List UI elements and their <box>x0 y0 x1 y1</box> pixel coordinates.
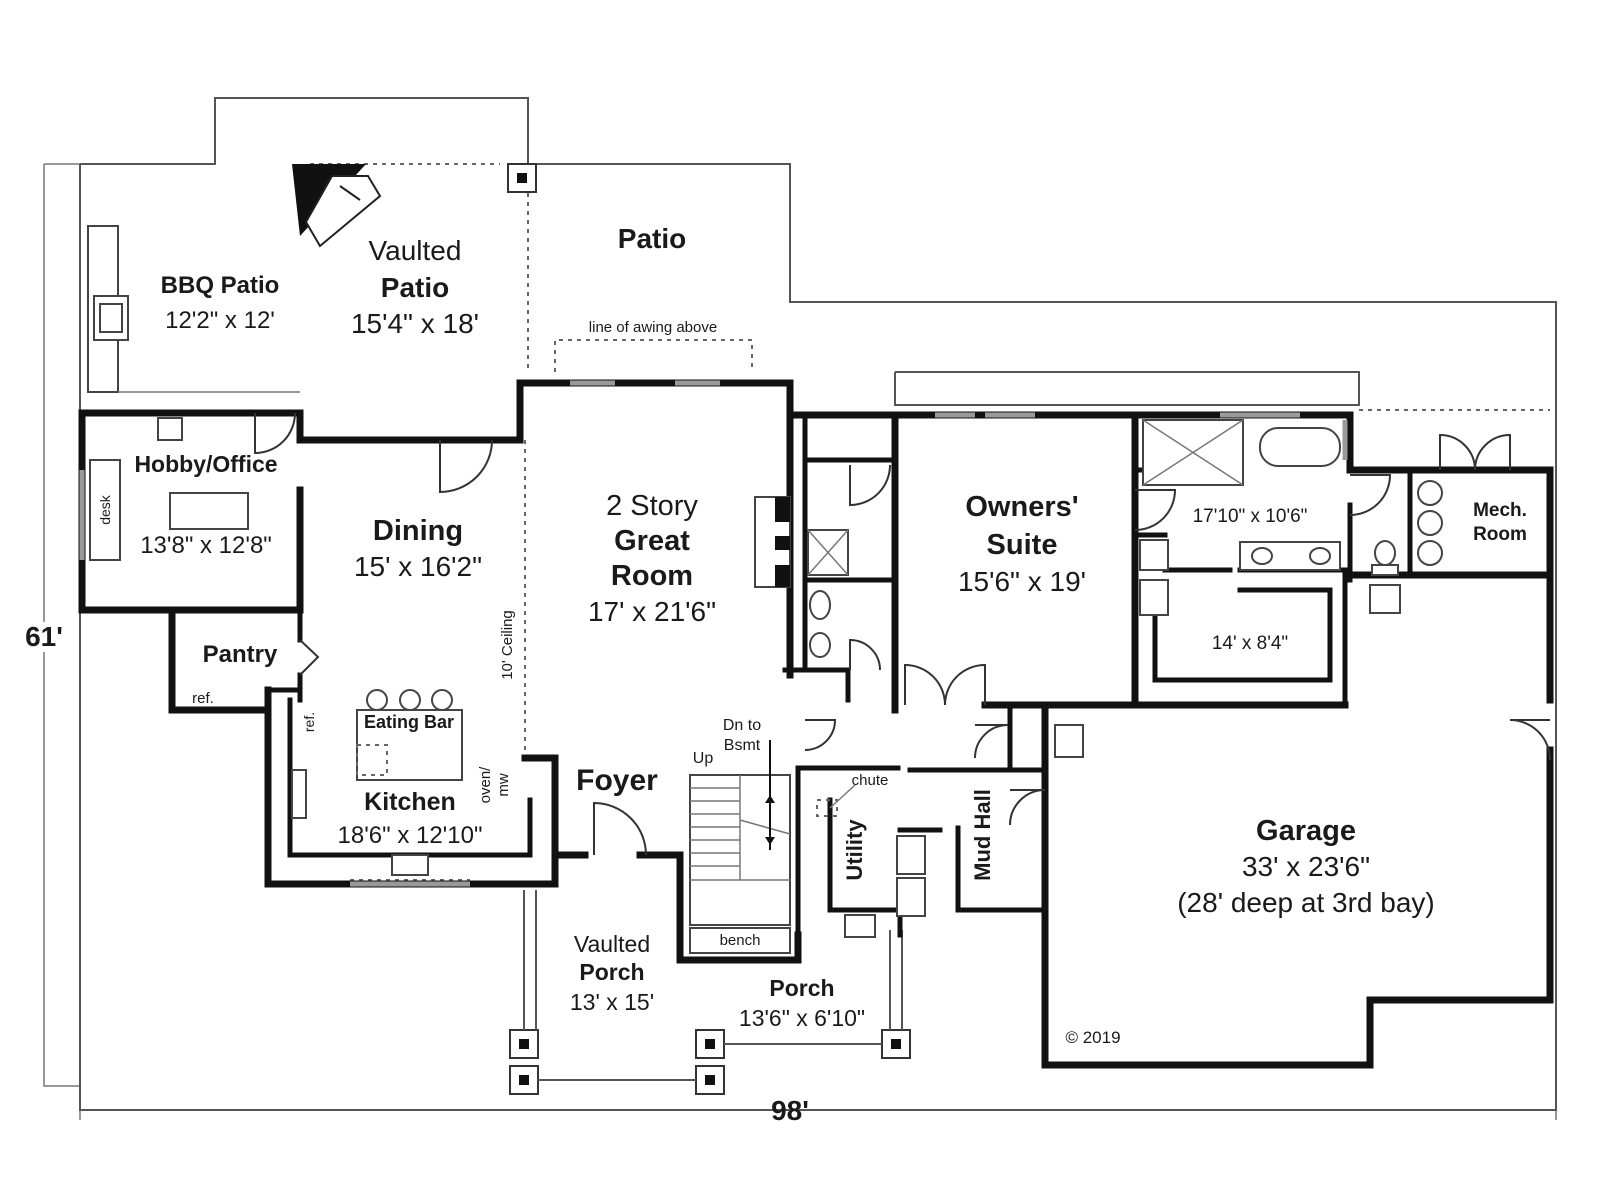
overall-depth-label: 61' <box>25 621 63 652</box>
labels: BBQ Patio 12'2" x 12' Vaulted Patio 15'4… <box>19 223 1527 1126</box>
vaulted-patio-line1: Vaulted <box>369 235 462 266</box>
oven-label-line1: oven/ <box>477 766 494 804</box>
mech-room-line1: Mech. <box>1473 500 1527 521</box>
kitchen-ref: ref. <box>301 712 317 732</box>
overall-width-label: 98' <box>771 1095 809 1126</box>
stairs-down-line1: Dn to <box>723 717 761 734</box>
owners-suite-size: 15'6" x 19' <box>958 566 1086 597</box>
foyer-name: Foyer <box>576 764 658 797</box>
garage-size: 33' x 23'6" <box>1242 851 1370 882</box>
outdoor-fireplace <box>292 164 382 248</box>
porch-size: 13'6" x 6'10" <box>739 1005 865 1031</box>
porch-name: Porch <box>769 975 834 1001</box>
great-room-line1: 2 Story <box>606 490 698 522</box>
fixtures <box>89 417 1443 954</box>
stairs-up: Up <box>693 750 714 767</box>
patio-name: Patio <box>618 223 686 254</box>
eating-bar-label: Eating Bar <box>364 712 454 732</box>
great-room-size: 17' x 21'6" <box>588 596 716 627</box>
porch-posts <box>507 163 911 1095</box>
doors <box>254 412 1551 856</box>
vaulted-porch-size: 13' x 15' <box>570 989 654 1015</box>
pantry-name: Pantry <box>203 641 278 668</box>
owners-suite-line2: Suite <box>987 529 1058 561</box>
desk-label: desk <box>97 494 113 525</box>
bench-label: bench <box>720 932 761 949</box>
copyright-label: © 2019 <box>1065 1028 1120 1047</box>
vaulted-porch-line2: Porch <box>579 959 644 985</box>
windows <box>79 380 1348 887</box>
garage-name: Garage <box>1256 815 1356 847</box>
staircase <box>689 740 791 954</box>
ceiling-note: 10' Ceiling <box>499 610 516 680</box>
kitchen-size: 18'6" x 12'10" <box>338 822 483 849</box>
mud-hall-name: Mud Hall <box>970 789 995 881</box>
pantry-ref: ref. <box>192 690 214 707</box>
dining-name: Dining <box>373 515 463 547</box>
chute-label: chute <box>852 772 889 789</box>
dining-size: 15' x 16'2" <box>354 551 482 582</box>
great-room-line2: Great <box>614 525 690 557</box>
stairs-down-line2: Bsmt <box>724 737 761 754</box>
owners-bath-size: 17'10" x 10'6" <box>1193 506 1308 527</box>
mech-room-line2: Room <box>1473 524 1527 545</box>
great-room-line3: Room <box>611 560 693 592</box>
garage-note: (28' deep at 3rd bay) <box>1177 887 1435 918</box>
vaulted-patio-size: 15'4" x 18' <box>351 308 479 339</box>
bbq-patio-size: 12'2" x 12' <box>165 307 275 334</box>
owners-closet-size: 14' x 8'4" <box>1212 633 1288 654</box>
site-outline <box>79 97 1557 1111</box>
dashed-lines <box>310 163 1550 1064</box>
bbq-counter <box>87 225 300 393</box>
vaulted-porch-line1: Vaulted <box>574 931 650 957</box>
vaulted-patio-line2: Patio <box>381 272 449 303</box>
bbq-patio-name: BBQ Patio <box>161 272 280 299</box>
owners-suite-line1: Owners' <box>965 491 1078 523</box>
oven-label-line2: mw <box>495 773 512 796</box>
kitchen-name: Kitchen <box>364 788 456 816</box>
utility-name: Utility <box>842 819 867 881</box>
hobby-office-size: 13'8" x 12'8" <box>140 532 272 559</box>
awning-note: line of awing above <box>589 319 717 336</box>
hobby-office-name: Hobby/Office <box>134 451 277 477</box>
